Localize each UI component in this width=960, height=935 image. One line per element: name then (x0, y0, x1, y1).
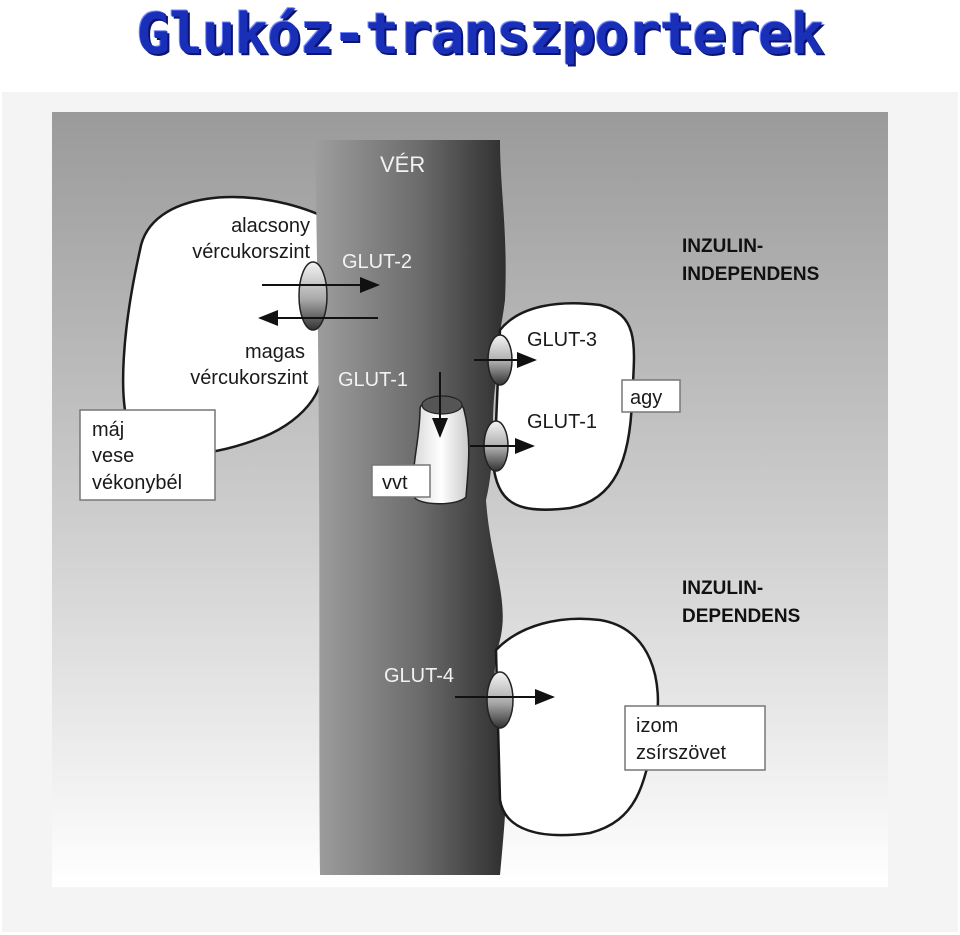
tissue-adipose: zsírszövet (636, 742, 726, 764)
tissue-small-intestine: vékonybél (92, 472, 182, 494)
rbc-label-box (371, 464, 431, 498)
insulin-independent-label-2: INDEPENDENS (682, 264, 819, 285)
glut4-label: GLUT-4 (384, 665, 454, 687)
rbc-transporter-pore (421, 395, 463, 415)
liver-tissue-box (79, 409, 216, 501)
blood-vessel (315, 140, 507, 875)
low-glucose-label-2: vércukorszint (192, 241, 310, 263)
low-glucose-label-1: alacsony (231, 215, 310, 237)
insulin-dependent-label-2: DEPENDENS (682, 606, 800, 627)
brain-label-box (621, 379, 681, 413)
vessel-label: VÉR (380, 152, 425, 177)
glut2-label: GLUT-2 (342, 251, 412, 273)
rbc-glut1-label: GLUT-1 (338, 369, 408, 391)
insulin-dependent-label-1: INZULIN- (682, 578, 763, 599)
rbc-label: vvt (382, 472, 408, 494)
brain-label: agy (630, 387, 662, 409)
tissue-liver: máj (92, 419, 124, 441)
tissue-muscle: izom (636, 715, 678, 737)
tissue-kidney: vese (92, 445, 134, 467)
glut3-label: GLUT-3 (527, 329, 597, 351)
high-glucose-label-2: vércukorszint (190, 367, 308, 389)
muscle-tissue-box (624, 705, 766, 771)
insulin-independent-label-1: INZULIN- (682, 236, 763, 257)
page-title: Glukóz-transzporterek (136, 2, 824, 67)
glut2-transporter (298, 261, 328, 331)
glut4-transporter (486, 671, 514, 729)
brain-glut1-label: GLUT-1 (527, 411, 597, 433)
high-glucose-label-1: magas (245, 341, 305, 363)
